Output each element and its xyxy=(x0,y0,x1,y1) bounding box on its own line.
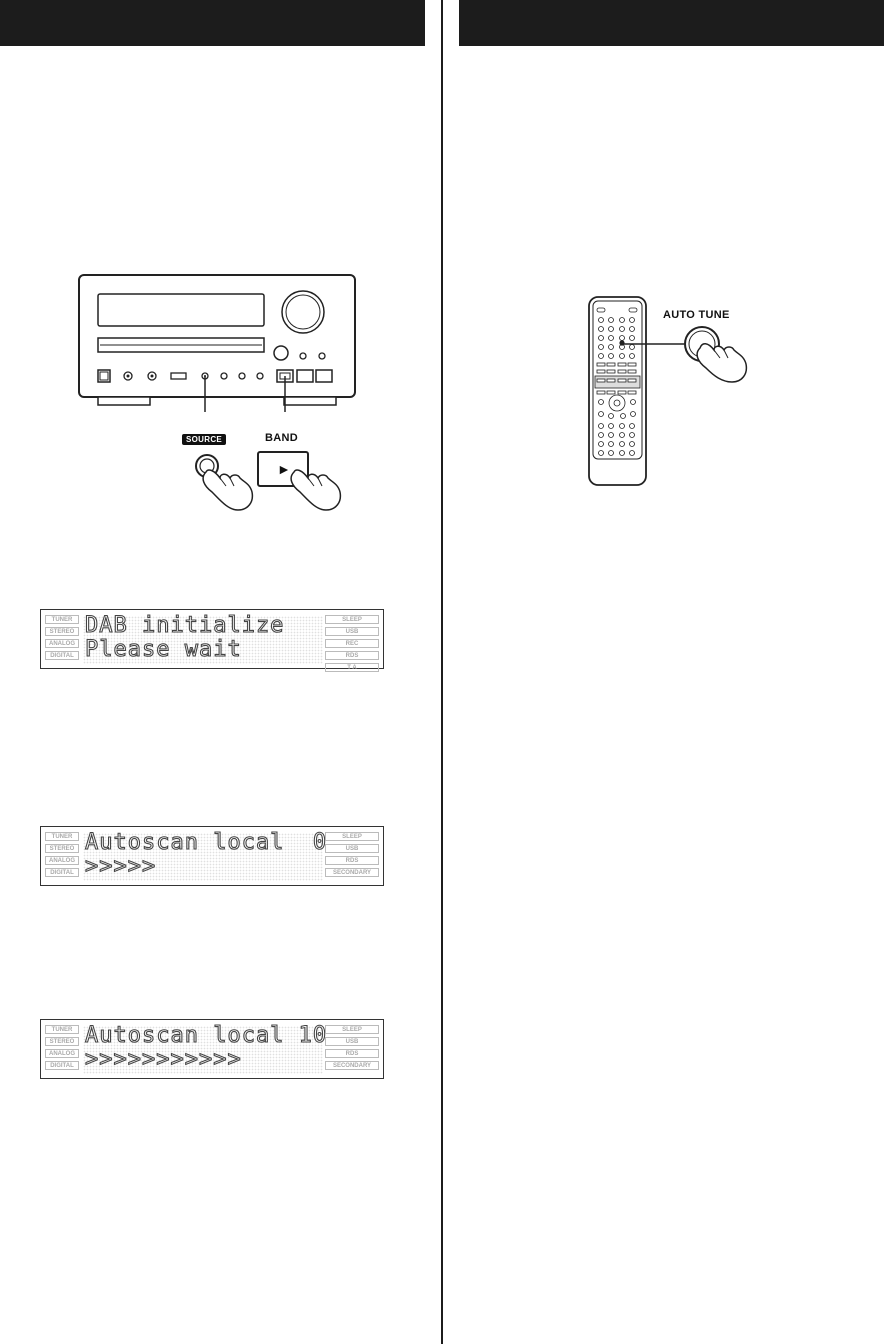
section-header-left xyxy=(0,0,425,46)
right-indicators: SLEEP USB REC RDS T A xyxy=(325,615,379,675)
indicator-rds: RDS xyxy=(325,651,379,660)
right-indicators: SLEEP USB RDS SECONDARY xyxy=(325,1025,379,1073)
indicator-stereo: STEREO xyxy=(45,627,79,636)
indicator-stereo: STEREO xyxy=(45,1037,79,1046)
display-line-2: >>>>> xyxy=(84,854,157,879)
indicator-rec: REC xyxy=(325,639,379,648)
section-header-right xyxy=(459,0,884,46)
column-divider xyxy=(441,0,443,1344)
indicator-rds: RDS xyxy=(325,856,379,865)
dot-matrix-area xyxy=(83,833,323,881)
indicator-secondary: SECONDARY xyxy=(325,1061,379,1070)
left-indicators: TUNER STEREO ANALOG DIGITAL xyxy=(45,832,79,880)
indicator-tuner: TUNER xyxy=(45,1025,79,1034)
indicator-analog: ANALOG xyxy=(45,639,79,648)
band-label: BAND xyxy=(265,432,298,444)
display-line-1: Autoscan local 0 xyxy=(84,830,328,855)
play-icon: ► xyxy=(277,461,291,477)
indicator-usb: USB xyxy=(325,627,379,636)
indicator-digital: DIGITAL xyxy=(45,1061,79,1070)
display-line-1: DAB initialize xyxy=(84,613,285,638)
button-press-illustration xyxy=(195,451,342,511)
display-line-1: Autoscan local 10 xyxy=(84,1023,328,1048)
display-panel-1: TUNER STEREO ANALOG DIGITAL DAB initiali… xyxy=(40,609,384,672)
indicator-sleep: SLEEP xyxy=(325,832,379,841)
left-indicators: TUNER STEREO ANALOG DIGITAL xyxy=(45,1025,79,1073)
indicator-analog: ANALOG xyxy=(45,1049,79,1058)
indicator-usb: USB xyxy=(325,844,379,853)
display-line-2: >>>>>>>>>>> xyxy=(84,1047,242,1072)
indicator-analog: ANALOG xyxy=(45,856,79,865)
right-indicators: SLEEP USB RDS SECONDARY xyxy=(325,832,379,880)
indicator-ta: T A xyxy=(325,663,379,672)
auto-tune-label: AUTO TUNE xyxy=(663,309,730,321)
indicator-tuner: TUNER xyxy=(45,615,79,624)
dot-matrix-area xyxy=(83,616,323,664)
indicator-digital: DIGITAL xyxy=(45,651,79,660)
display-panel-3: TUNER STEREO ANALOG DIGITAL Autoscan loc… xyxy=(40,1019,384,1079)
indicator-digital: DIGITAL xyxy=(45,868,79,877)
auto-tune-pointer-illustration xyxy=(622,326,748,383)
display-line-2: Please wait xyxy=(84,637,242,662)
indicator-sleep: SLEEP xyxy=(325,1025,379,1034)
indicator-stereo: STEREO xyxy=(45,844,79,853)
dot-matrix-area xyxy=(83,1026,323,1074)
left-indicators: TUNER STEREO ANALOG DIGITAL xyxy=(45,615,79,663)
source-label: SOURCE xyxy=(182,434,227,445)
indicator-usb: USB xyxy=(325,1037,379,1046)
indicator-secondary: SECONDARY xyxy=(325,868,379,877)
main-unit-illustration xyxy=(78,274,356,412)
indicator-sleep: SLEEP xyxy=(325,615,379,624)
indicator-rds: RDS xyxy=(325,1049,379,1058)
display-panel-2: TUNER STEREO ANALOG DIGITAL Autoscan loc… xyxy=(40,826,384,886)
indicator-tuner: TUNER xyxy=(45,832,79,841)
